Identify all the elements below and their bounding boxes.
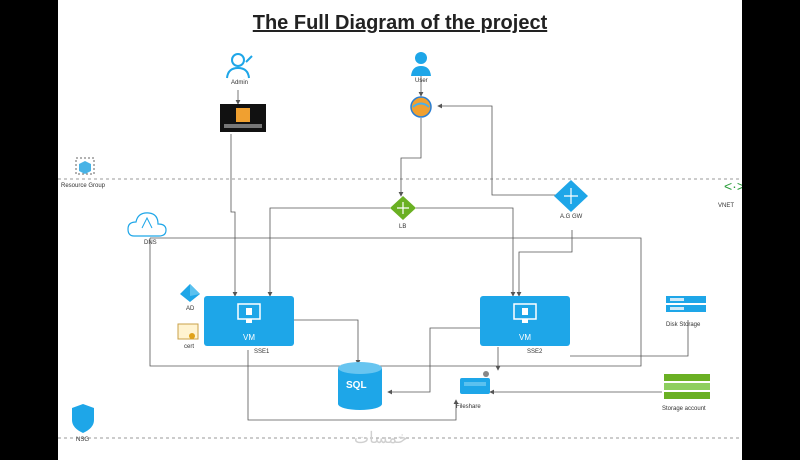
firewall-icon — [220, 104, 266, 132]
connector-dns-loop — [149, 237, 642, 367]
certificate-icon — [177, 323, 199, 340]
connector-webapp-lb — [398, 118, 422, 197]
resource-group-label: Resource Group — [61, 183, 106, 189]
active-directory-icon — [180, 284, 200, 302]
connector-appgw-vm2 — [516, 230, 573, 297]
web-app-globe-icon — [410, 96, 432, 118]
vnet-icon: <·> — [724, 178, 742, 194]
ad-label: AD — [186, 306, 195, 312]
svg-text:<·>: <·> — [724, 178, 742, 194]
connector-disk-vm2 — [570, 320, 689, 357]
application-gateway-icon — [554, 180, 588, 212]
app-gw-label: A.G GW — [560, 214, 583, 220]
load-balancer-icon — [390, 196, 416, 220]
connector-vm1-sql — [293, 319, 361, 365]
dns-cloud-icon — [127, 212, 167, 237]
user-label: User — [415, 78, 428, 84]
connector-layer: <·> — [58, 52, 742, 439]
fileshare-icon — [460, 371, 490, 394]
vm-sse1-label: VM — [243, 333, 255, 342]
connector-vm1-fileshare — [247, 350, 459, 421]
fileshare-label: Fileshare — [456, 404, 481, 410]
disk-storage-label: Disk Storage — [666, 322, 701, 328]
sql-database-icon — [338, 362, 382, 410]
dns-label: DNS — [144, 240, 157, 246]
vm-sse2: VM — [480, 296, 570, 346]
vm-sse1: VM — [204, 296, 294, 346]
vm2-id-label: SSE2 — [527, 349, 543, 355]
storage-account-icon — [664, 374, 710, 399]
admin-label: Admin — [231, 80, 249, 86]
nsg-shield-icon — [72, 404, 94, 433]
sql-label: SQL — [346, 380, 367, 391]
connector-vm2-sql — [387, 327, 480, 395]
connector-firewall-vm1 — [230, 134, 238, 297]
disk-storage-icon — [666, 296, 706, 312]
vnet-label: VNET — [718, 203, 735, 209]
vm1-id-label: SSE1 — [254, 349, 270, 355]
connector-lb-vm2 — [416, 207, 516, 297]
diagram-title: The Full Diagram of the project — [252, 12, 548, 34]
admin-user-icon — [226, 53, 253, 79]
lb-label: LB — [399, 224, 407, 230]
cert-label: cert — [184, 344, 195, 350]
user-icon — [411, 52, 431, 76]
connector-lb-vm1 — [267, 207, 390, 297]
storage-account-label: Storage account — [662, 406, 706, 412]
connector-appgw-webapp — [437, 103, 570, 196]
vm-sse2-label: VM — [519, 333, 531, 342]
nsg-label: NSG — [76, 437, 90, 443]
resource-group-icon — [75, 157, 95, 175]
watermark: خمسات — [354, 430, 408, 447]
diagram-canvas: The Full Diagram of the project — [58, 0, 742, 460]
